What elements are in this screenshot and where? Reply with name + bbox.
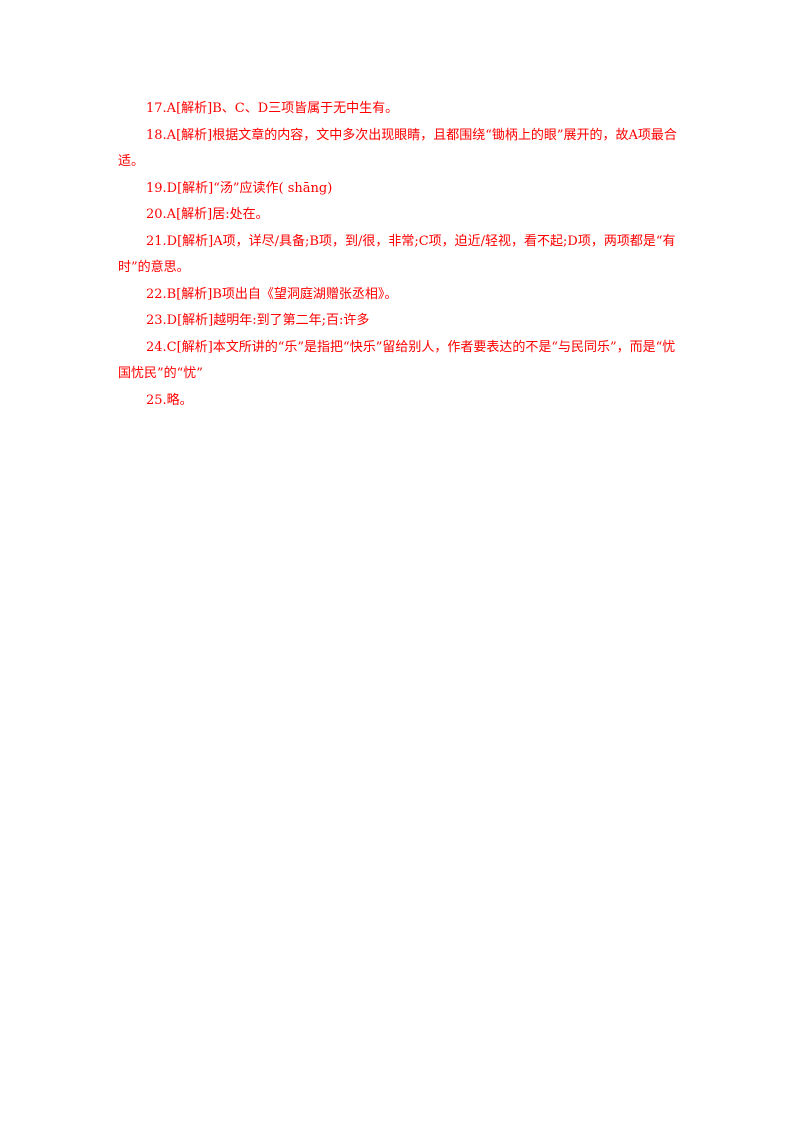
answer-23: 23.D[解析]越明年:到了第二年;百:许多 — [146, 313, 370, 328]
answer-24: 24.C[解析]本文所讲的“乐”是指把“快乐”留给别人，作者要表达的不是“与民同… — [118, 339, 676, 382]
answer-22: 22.B[解析]B项出自《望洞庭湖赠张丞相》。 — [146, 286, 398, 302]
answer-20: 20.A[解析]居:处在。 — [146, 207, 269, 222]
answer-18: 18.A[解析]根据文章的内容，文中多次出现眼睛，且都围绕“锄柄上的眼”展开的，… — [118, 127, 677, 170]
answer-17: 17.A[解析]B、C、D三项皆属于无中生有。 — [146, 101, 399, 116]
answer-key: 17.A[解析]B、C、D三项皆属于无中生有。 18.A[解析]根据文章的内容，… — [118, 96, 678, 414]
answer-19: 19.D[解析]“汤”应读作( shāng) — [146, 180, 333, 196]
answer-25: 25.略。 — [146, 392, 193, 408]
answer-21: 21.D[解析]A项，详尽/具备;B项，到/很，非常;C项，迫近/轻视，看不起;… — [118, 233, 676, 276]
